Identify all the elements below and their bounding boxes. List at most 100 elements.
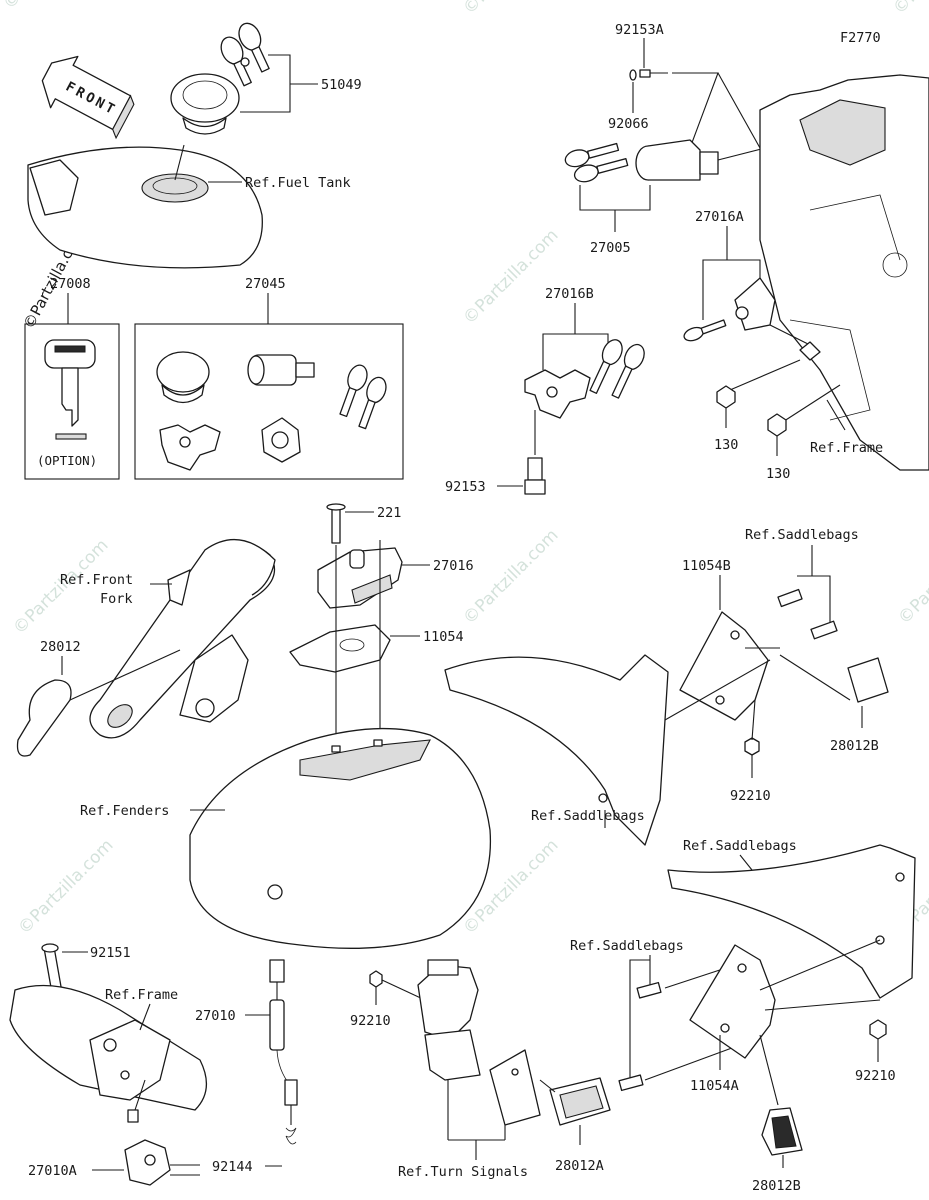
label-27005: 27005 xyxy=(590,240,631,256)
tank-mount xyxy=(29,159,79,216)
nut-92210-c xyxy=(869,1019,887,1040)
signal-plate xyxy=(424,1029,481,1081)
frame-body xyxy=(759,74,929,471)
saddlebag-stay-2 xyxy=(667,844,916,999)
plate-11054 xyxy=(289,624,391,673)
frame-bottom: 92151 Ref.Frame 27010A xyxy=(9,943,207,1186)
bracket-27016A: 27016A 130 130 Ref.Frame xyxy=(683,209,883,482)
washer-92066 xyxy=(629,69,637,81)
watermark: ©Partzilla.com xyxy=(459,225,562,328)
nut-92210-a xyxy=(744,737,760,756)
label-28012B-a: 28012B xyxy=(830,738,879,754)
frame-top xyxy=(759,74,929,471)
label-92066: 92066 xyxy=(608,116,649,132)
cap-icon xyxy=(156,351,210,393)
switch-27010: 27010 92144 xyxy=(195,959,298,1175)
label-11054A: 11054A xyxy=(690,1078,739,1094)
connector-27010 xyxy=(269,959,285,983)
label-51049: 51049 xyxy=(321,77,362,93)
watermark: ©Partzilla.com xyxy=(459,0,562,19)
fender: Ref.Fenders xyxy=(80,727,492,949)
bracket-27016 xyxy=(317,547,403,609)
fuel-cap-assembly: 51049 xyxy=(170,22,362,135)
label-27008: 27008 xyxy=(50,276,91,292)
bolt-c xyxy=(636,981,662,999)
nut-130-b xyxy=(767,413,787,437)
label-92210-b: 92210 xyxy=(350,1013,391,1029)
label-ref-saddlebags-1: Ref.Saddlebags xyxy=(531,808,645,824)
reflector-28012B-a xyxy=(847,657,889,703)
bracket-icon xyxy=(159,424,221,471)
label-11054: 11054 xyxy=(423,629,464,645)
label-ref-front-fork: Ref.Front xyxy=(60,572,133,588)
key-blade-icon xyxy=(61,367,79,427)
label-ref-fenders: Ref.Fenders xyxy=(80,803,169,819)
key-27008: 27008 (OPTION) xyxy=(24,276,120,480)
set-27045: 27045 xyxy=(134,276,404,480)
bolt-b xyxy=(810,620,838,640)
nut-130-a xyxy=(716,385,736,409)
key-pair-icon xyxy=(220,22,270,87)
signal-bracket xyxy=(489,1049,541,1126)
option-box xyxy=(24,323,120,480)
watermark: ©Partzilla.com xyxy=(14,835,117,938)
label-92210-a: 92210 xyxy=(730,788,771,804)
nut-130 xyxy=(799,341,821,361)
fuel-cap-base xyxy=(182,117,227,135)
diagram-code: F2770 xyxy=(840,30,881,46)
label-27016: 27016 xyxy=(433,558,474,574)
label-ref-saddlebags-2: Ref.Saddlebags xyxy=(745,527,859,543)
bracket-27016B-body xyxy=(524,369,591,419)
watermark: ©Partzilla.com xyxy=(459,525,562,628)
label-221: 221 xyxy=(377,505,401,521)
label-28012B-b: 28012B xyxy=(752,1178,801,1194)
label-option: (OPTION) xyxy=(37,453,97,468)
bracket-27016B: 27016B 92153 xyxy=(445,286,645,495)
label-27016B: 27016B xyxy=(545,286,594,302)
label-ref-saddlebags-3: Ref.Saddlebags xyxy=(683,838,797,854)
center-bracket-assembly: 221 27016 11054 xyxy=(289,503,474,755)
keys-27016A-icon xyxy=(683,319,727,342)
label-27010A: 27010A xyxy=(28,1163,77,1179)
bolt-a xyxy=(777,588,803,608)
label-ref-turn-signals: Ref.Turn Signals xyxy=(398,1164,528,1180)
label-28012A: 28012A xyxy=(555,1158,604,1174)
label-27016A: 27016A xyxy=(695,209,744,225)
label-92210-c: 92210 xyxy=(855,1068,896,1084)
label-ref-frame-top: Ref.Frame xyxy=(810,440,883,456)
label-92151: 92151 xyxy=(90,945,131,961)
label-130-a: 130 xyxy=(714,437,738,453)
label-ref-saddlebags-4: Ref.Saddlebags xyxy=(570,938,684,954)
label-28012: 28012 xyxy=(40,639,81,655)
set-box xyxy=(134,323,404,480)
keys-27016B-icon xyxy=(589,339,645,399)
leader-cap xyxy=(174,144,185,181)
ignition-assembly: 92153A 92066 27005 xyxy=(564,22,766,256)
turn-signal-bracket: 92210 Ref.Turn Signals 28012A xyxy=(350,959,611,1180)
label-92144: 92144 xyxy=(212,1159,253,1175)
screw-92153A xyxy=(639,69,651,78)
watermark: ©Partzilla.com xyxy=(889,0,929,19)
key-head-icon xyxy=(44,339,96,369)
label-92153A: 92153A xyxy=(615,22,664,38)
label-fork-line2: Fork xyxy=(100,591,133,607)
watermark: ©Partzilla.com xyxy=(894,525,929,628)
fuel-tank: Ref.Fuel Tank xyxy=(27,144,351,269)
fork-bracket xyxy=(179,634,249,723)
saddlebag-stay xyxy=(444,654,669,846)
spring-92144 xyxy=(285,1127,297,1145)
keys-icon xyxy=(339,364,387,430)
label-130-b: 130 xyxy=(766,466,790,482)
fuel-cap-ring xyxy=(182,80,228,110)
front-arrow: FRONT xyxy=(41,55,135,140)
signal-mount xyxy=(417,964,479,1041)
switch-body-27010 xyxy=(269,999,285,1051)
key-ring-icon xyxy=(240,57,250,67)
screw-221 xyxy=(331,506,341,544)
label-27010: 27010 xyxy=(195,1008,236,1024)
label-92153: 92153 xyxy=(445,479,486,495)
plate-11054B xyxy=(679,611,769,721)
saddlebag-stay-mid: Ref.Saddlebags 11054B Ref.Saddlebags 280… xyxy=(444,527,889,846)
label-11054B: 11054B xyxy=(682,558,731,574)
